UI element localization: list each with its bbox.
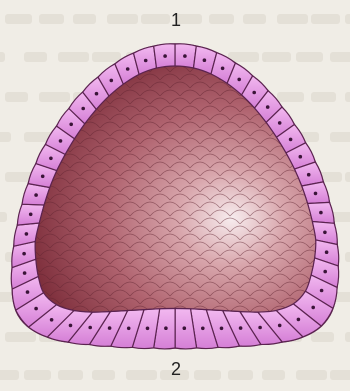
cell-nucleus [220, 327, 224, 331]
cell-nucleus [203, 58, 207, 62]
cell-nucleus [26, 290, 30, 294]
background-smudge [345, 252, 350, 262]
cell-nucleus [69, 123, 73, 127]
cell-nucleus [252, 91, 256, 95]
cell-nucleus [69, 324, 73, 328]
cell-nucleus [59, 139, 63, 143]
cell-nucleus [34, 307, 38, 311]
background-smudge [141, 14, 170, 24]
background-smudge [277, 92, 304, 102]
cell-nucleus [81, 107, 85, 111]
cell-nucleus [108, 326, 112, 330]
cell-nucleus [22, 252, 26, 256]
cell-nucleus [319, 211, 323, 215]
background-smudge [262, 52, 291, 62]
cell-nucleus [183, 54, 187, 58]
background-smudge [345, 14, 350, 24]
cell-nucleus [201, 327, 205, 331]
cell-nucleus [239, 326, 243, 330]
cell-nucleus [311, 306, 315, 310]
background-smudge [0, 370, 19, 380]
background-smudge [58, 52, 89, 62]
label-top: 1 [171, 10, 181, 31]
background-smudge [92, 52, 121, 62]
background-smudge [262, 370, 285, 380]
cell-nucleus [299, 155, 303, 159]
background-smudge [5, 14, 32, 24]
cell-nucleus [41, 175, 45, 179]
cell-nucleus [297, 318, 301, 322]
background-smudge [330, 132, 350, 142]
background-smudge [228, 370, 253, 380]
cell-nucleus [325, 250, 329, 254]
background-smudge [209, 14, 234, 24]
cell-nucleus [95, 92, 99, 96]
background-smudge [5, 332, 36, 342]
cell-nucleus [23, 271, 27, 275]
background-smudge [345, 332, 350, 342]
cell-nucleus [323, 270, 327, 274]
cell-nucleus [144, 59, 148, 63]
cell-nucleus [29, 213, 33, 217]
background-smudge [58, 370, 83, 380]
cell-nucleus [278, 324, 282, 328]
cell-nucleus [34, 193, 38, 197]
background-smudge [92, 370, 115, 380]
cell-nucleus [289, 138, 293, 142]
cell-nucleus [50, 318, 54, 322]
background-smudge [277, 14, 308, 24]
cell-nucleus [258, 326, 262, 330]
background-smudge [311, 332, 334, 342]
background-smudge [0, 52, 5, 62]
background-smudge [345, 172, 350, 182]
background-smudge [296, 52, 323, 62]
background-smudge [107, 14, 138, 24]
background-smudge [0, 292, 13, 302]
cell-nucleus [25, 232, 29, 236]
cell-nucleus [278, 121, 282, 125]
cell-nucleus [323, 231, 327, 235]
cell-nucleus [110, 79, 114, 83]
background-smudge [126, 370, 157, 380]
label-bottom: 2 [171, 359, 181, 380]
background-smudge [296, 370, 327, 380]
cell-nucleus [127, 327, 131, 331]
background-smudge [73, 14, 96, 24]
cell-nucleus [237, 78, 241, 82]
cell-nucleus [126, 67, 130, 71]
cell-nucleus [183, 326, 187, 330]
background-smudge [39, 14, 64, 24]
background-smudge [330, 52, 350, 62]
background-smudge [243, 14, 266, 24]
background-smudge [0, 132, 11, 142]
background-smudge [24, 370, 51, 380]
cell-nucleus [307, 173, 311, 177]
background-smudge [194, 370, 221, 380]
cell-nucleus [163, 54, 167, 58]
cell-nucleus [266, 105, 270, 109]
cell-nucleus [88, 326, 92, 330]
background-smudge [311, 14, 340, 24]
cell-nucleus [146, 327, 150, 331]
cell-nucleus [221, 67, 225, 71]
cell-nucleus [49, 157, 53, 161]
background-smudge [311, 92, 336, 102]
background-smudge [39, 92, 70, 102]
cell-nucleus [314, 192, 318, 196]
cell-nucleus [164, 326, 168, 330]
background-smudge [345, 92, 350, 102]
cell-nucleus [320, 289, 324, 293]
background-smudge [5, 92, 28, 102]
background-smudge [24, 52, 47, 62]
background-smudge [330, 370, 350, 380]
background-smudge [0, 212, 7, 222]
